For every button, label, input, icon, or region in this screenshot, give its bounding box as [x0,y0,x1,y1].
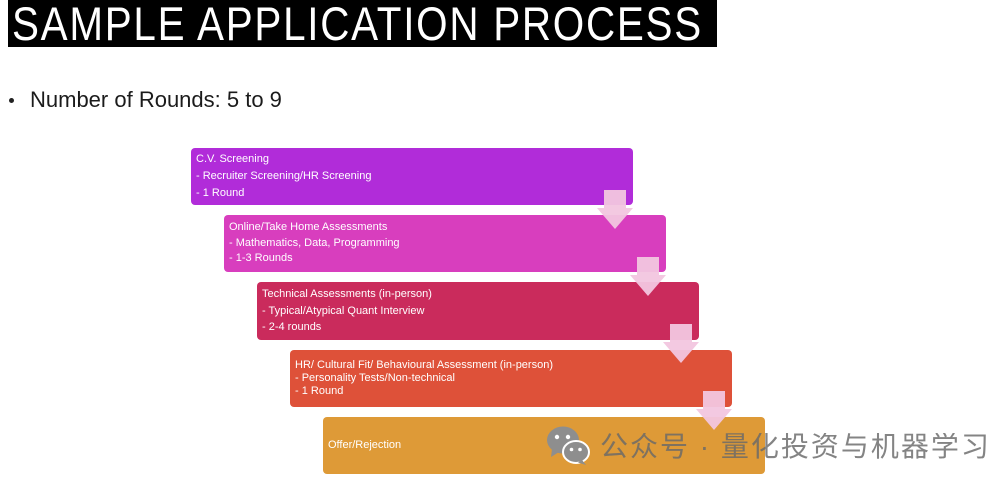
stage-detail: - 1 Round [295,385,344,397]
stage-detail: - 2-4 rounds [262,321,322,333]
stage-detail: - Mathematics, Data, Programming [229,236,400,249]
stage-online-assessments: Online/Take Home Assessments - Mathemati… [224,215,666,272]
slide-title: SAMPLE APPLICATION PROCESS [12,0,703,47]
watermark-text: 公众号 · 量化投资与机器学习 [600,433,991,461]
stage-detail: - 1 Round [196,187,245,199]
stage-offer-rejection: Offer/Rejection [323,417,765,474]
wechat-icon [547,426,590,465]
stage-heading: C.V. Screening [196,153,269,165]
stage-cv-screening: C.V. Screening - Recruiter Screening/HR … [191,148,633,205]
bullet-number-of-rounds: Number of Rounds: 5 to 9 [30,87,282,112]
stage-technical-assessments: Technical Assessments (in-person) - Typi… [257,282,699,340]
stage-heading: Technical Assessments (in-person) [262,288,432,300]
stage-heading: Online/Take Home Assessments [229,221,388,233]
stage-detail: - Recruiter Screening/HR Screening [196,170,372,182]
stage-hr-cultural-fit: HR/ Cultural Fit/ Behavioural Assessment… [290,350,732,407]
stage-heading: Offer/Rejection [328,439,402,451]
stage-detail: - Typical/Atypical Quant Interview [262,304,425,317]
stage-heading: HR/ Cultural Fit/ Behavioural Assessment… [295,359,553,371]
stage-detail: - Personality Tests/Non-technical [295,372,455,384]
stage-detail: - 1-3 Rounds [229,252,293,264]
bullet-marker [9,98,14,103]
title-bar: SAMPLE APPLICATION PROCESS [8,0,717,47]
